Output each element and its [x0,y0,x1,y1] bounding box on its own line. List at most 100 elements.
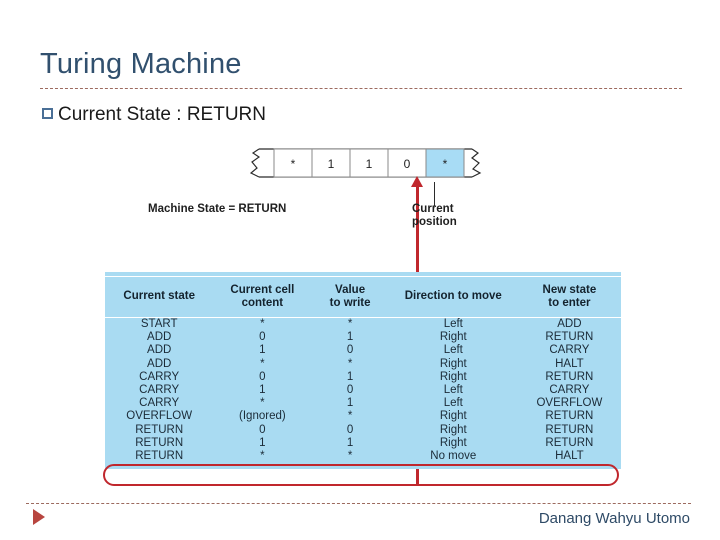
cell-current-cell-content: 1 [213,344,312,358]
page-title: Turing Machine [40,48,242,80]
table-header-row: Current state Current cell content Value… [105,276,621,318]
cell-new-state-to-enter: RETURN [517,370,621,385]
cell-new-state-to-enter: HALT [517,357,621,371]
column-header-current-state: Current state [105,276,214,318]
cell-current-state: ADD [105,344,214,358]
cell-current-state: CARRY [105,370,214,385]
header-line2: to write [329,296,371,309]
cell-current-cell-content: 0 [213,423,312,437]
column-header-new-state-to-enter: New state to enter [517,276,621,318]
cell-new-state-to-enter: HALT [517,450,621,464]
bullet-line: Current State : RETURN [42,104,266,126]
header-line2: to enter [548,296,591,309]
cell-direction-to-move: Right [388,436,518,451]
header-line1: Value [335,284,366,296]
cell-direction-to-move: Left [388,384,518,398]
tape-cell-3 [387,148,427,178]
cell-value-to-write: 1 [311,331,389,345]
cell-value-to-write: 0 [311,423,389,437]
header-line2: content [241,296,284,309]
cell-direction-to-move: No move [388,450,518,464]
cell-value-to-write: * [311,450,389,464]
header-line1: Current state [123,290,195,303]
empty-square-bullet-icon [42,108,53,119]
current-position-label: Current position [412,203,457,229]
current-position-label-line2: position [412,216,457,228]
cell-current-state: ADD [105,357,214,371]
tape-cell-value-1: 1 [328,157,335,171]
cell-value-to-write: * [311,317,389,332]
transition-table-head: Current state Current cell content Value… [105,276,621,318]
cell-current-cell-content: * [213,450,312,464]
cell-direction-to-move: Left [388,344,518,358]
cell-current-cell-content: 0 [213,331,312,345]
footer-author: Danang Wahyu Utomo [538,510,690,527]
cell-direction-to-move: Right [388,423,518,437]
column-header-direction-to-move: Direction to move [388,276,518,318]
cell-current-state: ADD [105,331,214,345]
cell-value-to-write: 1 [311,370,389,385]
column-header-current-cell-content: Current cell content [213,276,312,318]
cell-direction-to-move: Right [388,357,518,371]
bullet-text: Current State : RETURN [58,104,266,125]
cell-new-state-to-enter: CARRY [517,384,621,398]
machine-state-label: Machine State = RETURN [148,203,287,215]
cell-new-state-to-enter: RETURN [517,423,621,437]
transition-table-block: Current state Current cell content Value… [105,272,621,470]
tape-right-torn-edge [471,148,482,178]
cell-current-cell-content: (Ignored) [213,410,312,424]
tape-cell-value-0: * [291,157,296,171]
tape-left-torn-edge [249,148,261,178]
cell-value-to-write: * [311,410,389,424]
cell-current-state: RETURN [105,450,214,464]
column-header-value-to-write: Value to write [311,276,389,318]
cell-direction-to-move: Left [388,397,518,411]
tape-position-drop-line [434,182,435,206]
cell-current-cell-content: * [213,357,312,371]
footer-divider [26,503,691,504]
cell-current-state: START [105,317,214,332]
cell-direction-to-move: Left [388,317,518,332]
cell-current-state: RETURN [105,423,214,437]
tape-cell-value-3: 0 [404,157,411,171]
cell-new-state-to-enter: RETURN [517,331,621,345]
tape-cell-2 [349,148,389,178]
cell-direction-to-move: Right [388,331,518,345]
cell-value-to-write: * [311,357,389,371]
header-line1: New state [542,284,597,296]
transition-table: Current state Current cell content Value… [105,276,621,464]
cell-value-to-write: 1 [311,436,389,451]
cell-direction-to-move: Right [388,370,518,385]
tape-cells [273,148,465,178]
cell-new-state-to-enter: RETURN [517,410,621,424]
cell-new-state-to-enter: CARRY [517,344,621,358]
current-position-label-line1: Current [412,203,454,215]
cell-new-state-to-enter: RETURN [517,436,621,451]
header-line1: Current cell [230,284,295,296]
cell-new-state-to-enter: OVERFLOW [517,397,621,411]
cell-current-cell-content: 0 [213,370,312,385]
cell-current-state: RETURN [105,436,214,451]
cell-value-to-write: 0 [311,344,389,358]
cell-current-cell-content: 1 [213,384,312,398]
turing-tape-diagram: * 1 1 0 * [243,146,488,186]
cell-current-cell-content: 1 [213,436,312,451]
cell-current-state: CARRY [105,384,214,398]
cell-direction-to-move: Right [388,410,518,424]
tape-cell-4-highlighted [425,148,465,178]
tape-cell-value-4: * [443,157,448,171]
cell-new-state-to-enter: ADD [517,317,621,332]
current-position-arrow-icon [411,176,423,187]
cell-current-state: OVERFLOW [105,410,214,424]
tape-cell-value-2: 1 [366,157,373,171]
